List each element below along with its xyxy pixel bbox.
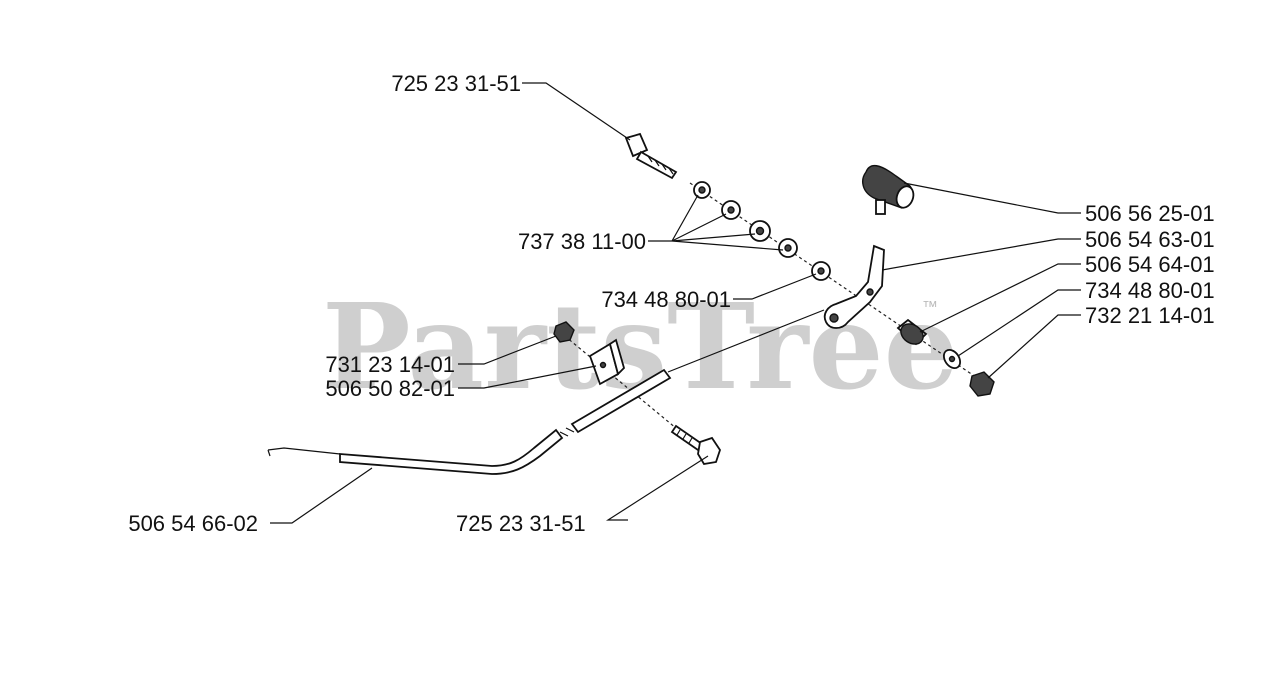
nut-left-part[interactable] bbox=[553, 321, 575, 343]
leader-bushing bbox=[919, 263, 1081, 333]
leader-cable bbox=[270, 467, 373, 524]
label-nut-left[interactable]: 731 23 14-01 bbox=[325, 352, 455, 377]
label-washer-mid[interactable]: 734 48 80-01 bbox=[601, 287, 731, 312]
leader-washer-right bbox=[957, 289, 1081, 357]
leader-screw-bottom bbox=[605, 455, 709, 521]
cable-part[interactable] bbox=[267, 309, 825, 475]
label-screw-bottom[interactable]: 725 23 31-51 bbox=[456, 511, 586, 536]
label-nut-right[interactable]: 732 21 14-01 bbox=[1085, 303, 1215, 328]
watermark-trademark: ™ bbox=[922, 299, 938, 316]
washer-stack-part[interactable] bbox=[693, 181, 798, 258]
leader-lever bbox=[881, 238, 1081, 271]
bushing-part[interactable] bbox=[896, 318, 928, 349]
leader-nut-left bbox=[458, 335, 557, 365]
label-screw-top[interactable]: 725 23 31-51 bbox=[391, 71, 521, 96]
label-clamp[interactable]: 506 50 82-01 bbox=[325, 376, 455, 401]
label-knob[interactable]: 506 56 25-01 bbox=[1085, 201, 1215, 226]
knob-part[interactable] bbox=[862, 165, 917, 215]
leader-washer-mid bbox=[733, 273, 817, 300]
leader-nut-right bbox=[987, 314, 1081, 379]
label-washer-right[interactable]: 734 48 80-01 bbox=[1085, 278, 1215, 303]
assembly-axis-upper bbox=[689, 182, 993, 389]
label-lever[interactable]: 506 54 63-01 bbox=[1085, 227, 1215, 252]
washer-mid-part[interactable] bbox=[811, 261, 831, 281]
label-washers[interactable]: 737 38 11-00 bbox=[518, 229, 646, 254]
label-cable[interactable]: 506 54 66-02 bbox=[128, 511, 258, 536]
lever-part[interactable] bbox=[823, 244, 885, 329]
leader-clamp bbox=[458, 365, 597, 389]
leader-knob bbox=[903, 182, 1081, 214]
clamp-part[interactable] bbox=[588, 338, 626, 386]
screw-bottom-part[interactable] bbox=[670, 424, 721, 465]
label-bushing[interactable]: 506 54 64-01 bbox=[1085, 252, 1215, 277]
washer-right-part[interactable] bbox=[941, 347, 964, 371]
leader-screw-top bbox=[522, 82, 631, 141]
screw-top-part[interactable] bbox=[624, 132, 678, 180]
leader-washers bbox=[648, 194, 784, 251]
